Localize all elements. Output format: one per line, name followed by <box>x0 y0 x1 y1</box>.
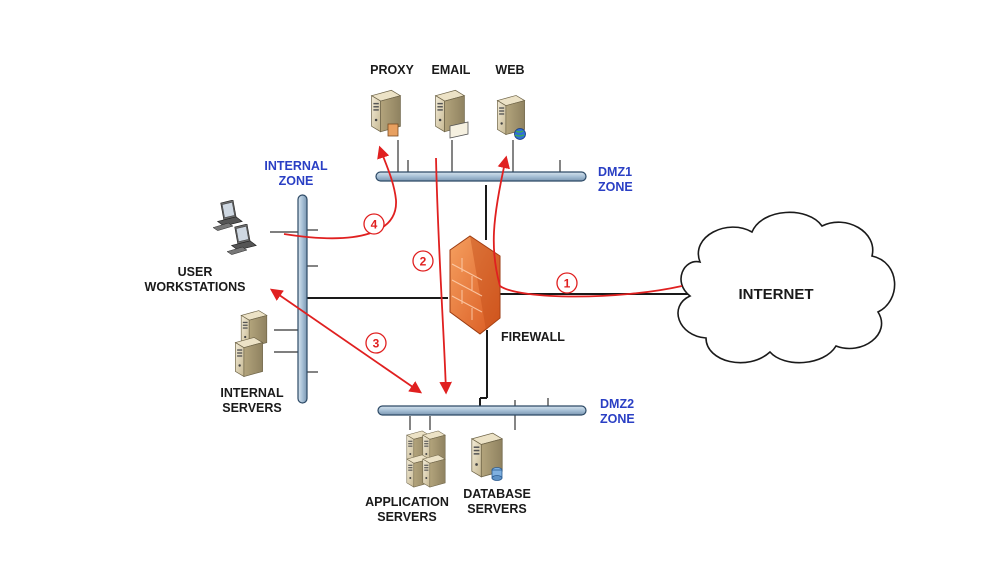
label-database-servers-1: DATABASE <box>463 487 531 501</box>
svg-text:2: 2 <box>420 255 427 269</box>
web-server <box>496 94 526 140</box>
label-internal-zone-2: ZONE <box>279 174 314 188</box>
internal-bus <box>297 194 308 404</box>
globe-icon <box>514 128 526 140</box>
traffic-flows <box>269 145 683 395</box>
step-4-marker: 4 <box>363 213 385 235</box>
step-3-marker: 3 <box>365 332 387 354</box>
email-server <box>435 89 469 139</box>
label-dmz2-zone-1: DMZ2 <box>600 397 634 411</box>
label-dmz1-zone-2: ZONE <box>598 180 633 194</box>
svg-text:4: 4 <box>371 218 378 232</box>
svg-text:1: 1 <box>564 277 571 291</box>
internet-cloud <box>677 211 896 364</box>
flow-3-arrow <box>269 288 423 394</box>
user-workstations-icon <box>212 200 257 255</box>
step-markers: 1 2 3 4 <box>363 213 578 354</box>
proxy-server <box>371 89 401 137</box>
label-internet: INTERNET <box>739 286 814 303</box>
flow-4-arrow <box>283 145 397 240</box>
labels: PROXY EMAIL WEB INTERNAL ZONE DMZ1 ZONE … <box>145 63 814 524</box>
dmz1-bus <box>375 171 587 182</box>
step-1-marker: 1 <box>556 272 578 294</box>
label-proxy: PROXY <box>370 63 414 77</box>
label-database-servers-2: SERVERS <box>467 502 527 516</box>
dmz2-bus <box>377 405 587 416</box>
envelope-icon <box>449 121 469 139</box>
label-web: WEB <box>495 63 524 77</box>
label-dmz2-zone-2: ZONE <box>600 412 635 426</box>
flow-1-arrow <box>492 155 683 298</box>
label-internal-servers-1: INTERNAL <box>220 386 284 400</box>
label-internal-zone-1: INTERNAL <box>264 159 328 173</box>
label-email: EMAIL <box>432 63 471 77</box>
label-user-workstations-1: USER <box>178 265 213 279</box>
label-user-workstations-2: WORKSTATIONS <box>145 280 246 294</box>
label-application-servers-2: SERVERS <box>377 510 437 524</box>
label-dmz1-zone-1: DMZ1 <box>598 165 632 179</box>
proxy-badge-icon <box>387 123 399 137</box>
firewall-icon <box>449 235 501 335</box>
flow-2-arrow <box>435 157 452 395</box>
label-internal-servers-2: SERVERS <box>222 401 282 415</box>
internal-servers-icon <box>234 310 268 378</box>
svg-text:3: 3 <box>373 337 380 351</box>
application-servers-icon <box>406 430 446 488</box>
dmz1-drops <box>397 140 561 172</box>
step-2-marker: 2 <box>412 250 434 272</box>
internal-stubs <box>270 229 318 373</box>
label-firewall: FIREWALL <box>501 330 565 344</box>
database-server-icon <box>471 432 503 481</box>
label-application-servers-1: APPLICATION <box>365 495 449 509</box>
